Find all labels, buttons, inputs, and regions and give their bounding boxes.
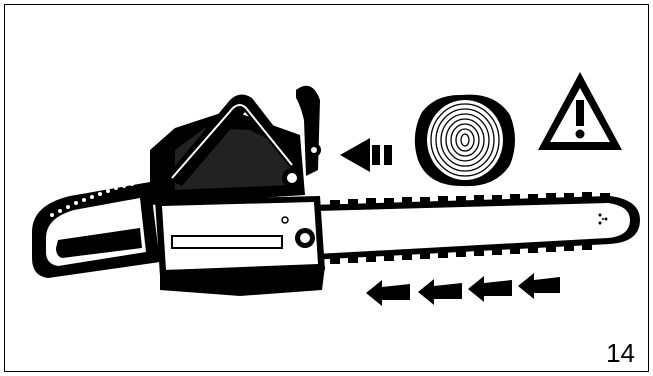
handle-vents — [50, 182, 134, 217]
guide-bar — [310, 192, 640, 264]
page-number: 14 — [606, 338, 635, 368]
warning-triangle-icon — [538, 72, 622, 150]
figure-frame — [4, 4, 649, 372]
chain-teeth — [330, 192, 610, 264]
chainsaw-body — [32, 85, 325, 296]
chain-direction-arrow-icon — [366, 273, 560, 306]
log-cross-section-icon — [414, 94, 515, 187]
kickback-direction-arrow-icon — [340, 138, 392, 172]
